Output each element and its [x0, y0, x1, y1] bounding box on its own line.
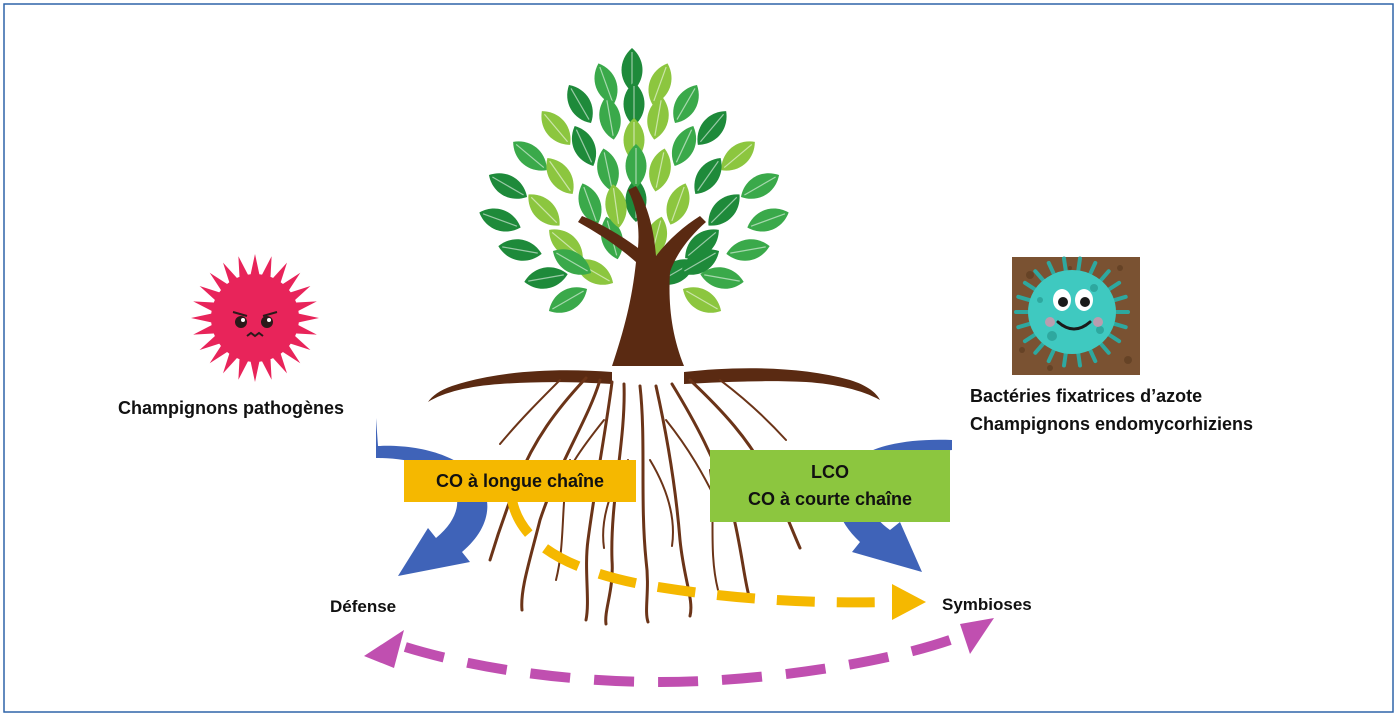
- leaf-vein: [699, 113, 725, 143]
- magenta-arrowhead-left: [364, 630, 404, 668]
- tree-canopy: [479, 48, 789, 313]
- root-strand: [638, 384, 650, 624]
- leaf-vein: [653, 66, 667, 102]
- lco-short-chain-box: LCO CO à courte chaîne: [710, 450, 950, 522]
- leaf-vein: [676, 88, 696, 120]
- defense-label: Défense: [330, 597, 396, 616]
- spiky-pathogen-icon: [191, 254, 319, 382]
- tree-trunk: [578, 186, 706, 366]
- root-strand: [604, 382, 626, 626]
- symbioses-label: Symbioses: [942, 595, 1032, 614]
- symbionts-label-line1: Bactéries fixatrices d’azote: [970, 386, 1202, 406]
- leaf-vein: [654, 100, 662, 136]
- leaf-vein: [482, 213, 518, 227]
- leaf-vein: [552, 290, 584, 310]
- leaf-vein: [528, 274, 564, 282]
- leaf-vein: [684, 252, 716, 272]
- leaf-vein: [606, 100, 614, 136]
- blue-arrow-right: [836, 406, 952, 572]
- figure-frame: [3, 3, 1394, 713]
- leaf-vein: [530, 196, 558, 224]
- leaf-vein: [603, 152, 613, 188]
- smiling-bacterium-icon: [1012, 256, 1140, 375]
- leaf-vein: [612, 188, 620, 224]
- long-chain-co-box: CO à longue chaîne: [404, 460, 636, 502]
- ground-branch-left: [428, 370, 612, 402]
- root-strand: [584, 380, 614, 622]
- root-strand: [499, 379, 561, 445]
- tree-illustration: [428, 48, 880, 626]
- blue-arrow-left: [376, 418, 488, 576]
- short-chain-co-label: CO à courte chaîne: [748, 489, 912, 509]
- pathogens-label: Champignons pathogènes: [118, 398, 344, 418]
- leaf-vein: [492, 176, 524, 196]
- leaf-vein: [687, 231, 717, 257]
- leaf-vein: [686, 290, 718, 310]
- leaf-vein: [549, 160, 571, 192]
- leaf-vein: [502, 246, 538, 254]
- magenta-dashed-arrow: [388, 635, 952, 688]
- leaf-vein: [697, 160, 719, 192]
- magenta-arrowhead-right: [960, 618, 994, 654]
- lco-label: LCO: [811, 462, 849, 482]
- leaf-vein: [583, 186, 597, 222]
- leaf-vein: [750, 213, 786, 227]
- leaf-vein: [655, 152, 665, 188]
- ground-branch-right: [684, 368, 880, 400]
- leaf-vein: [675, 129, 693, 163]
- symbionts-label-line2: Champignons endomycorhiziens: [970, 414, 1253, 434]
- yellow-arrowhead: [892, 584, 926, 620]
- root-strand: [520, 378, 602, 612]
- leaf-vein: [704, 274, 740, 282]
- root-strand: [719, 379, 787, 441]
- leaf-vein: [556, 252, 588, 272]
- leaf-vein: [575, 129, 593, 163]
- leaf-vein: [710, 196, 738, 224]
- leaf-vein: [744, 176, 776, 196]
- leaf-vein: [551, 231, 581, 257]
- leaf-vein: [730, 246, 766, 254]
- leaf-vein: [599, 66, 613, 102]
- leaf-vein: [570, 88, 590, 120]
- yellow-dashed-arrow: [507, 498, 893, 608]
- leaf-vein: [671, 186, 685, 222]
- leaf-vein: [543, 113, 569, 143]
- root-strand: [649, 459, 674, 547]
- long-chain-co-label: CO à longue chaîne: [436, 471, 604, 491]
- leaf-vein: [515, 143, 545, 169]
- leaf-vein: [723, 143, 753, 169]
